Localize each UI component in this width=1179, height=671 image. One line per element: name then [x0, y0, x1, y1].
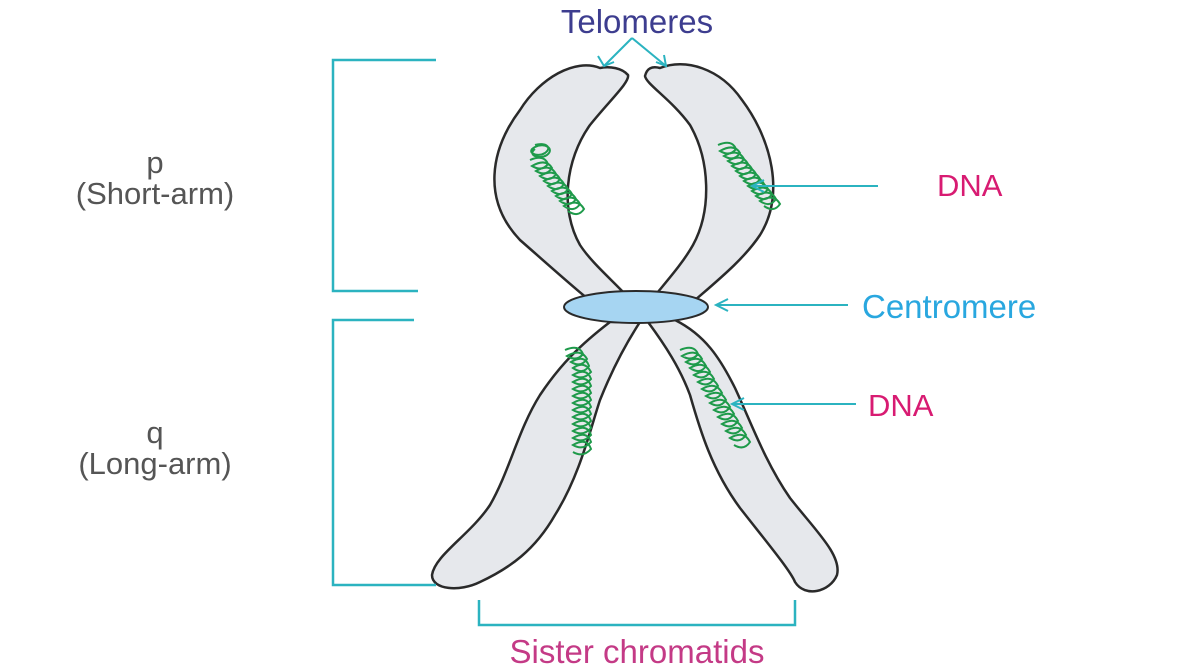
right-chromatid: [642, 64, 838, 591]
sister-chromatids-label: Sister chromatids: [510, 633, 765, 670]
short-arm-label: (Short-arm): [76, 176, 234, 211]
centromere-ellipse: [564, 291, 708, 323]
centromere-leader: [716, 299, 848, 311]
centromere-label: Centromere: [862, 288, 1036, 325]
right-chromatid-lower-arm: [648, 320, 838, 591]
dna-label-lower: DNA: [868, 388, 934, 423]
left-chromatid-lower-arm: [432, 322, 640, 588]
telomeres-label: Telomeres: [561, 3, 713, 40]
telomeres-arrows: [598, 38, 666, 66]
p-arm-letter: p: [146, 145, 163, 180]
dna-label-upper: DNA: [937, 168, 1003, 203]
long-arm-label: (Long-arm): [78, 446, 231, 481]
sister-chromatids-bracket: [479, 600, 795, 625]
q-arm-bracket: [333, 320, 436, 585]
q-arm-letter: q: [146, 415, 163, 450]
dna-lower-leader: [732, 398, 856, 410]
p-arm-bracket: [333, 60, 436, 291]
